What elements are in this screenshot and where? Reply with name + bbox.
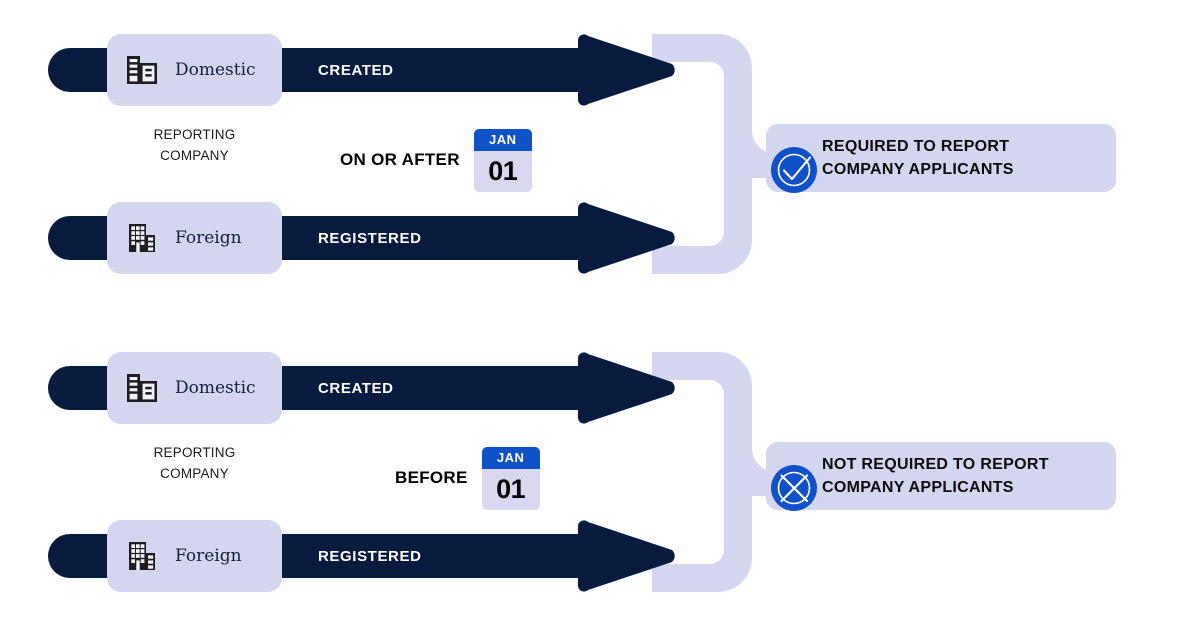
calendar-month-label: JAN: [473, 128, 532, 151]
result-box-required[interactable]: REQUIRED TO REPORT COMPANY APPLICANTS: [766, 124, 1116, 192]
entity-chip-domestic[interactable]: Domestic: [107, 34, 282, 106]
result-text-not-required: NOT REQUIRED TO REPORT COMPANY APPLICANT…: [822, 453, 1049, 499]
timing-condition-text: ON OR AFTER: [340, 150, 460, 169]
reporting-caption-line-2: COMPANY: [160, 148, 229, 163]
result-text-required: REQUIRED TO REPORT COMPANY APPLICANTS: [822, 135, 1014, 181]
entity-chip-foreign[interactable]: Foreign: [107, 520, 282, 592]
arrow-label-registered: REGISTERED: [318, 229, 422, 247]
check-circle-icon: [771, 147, 817, 193]
entity-chip-domestic[interactable]: Domestic: [107, 352, 282, 424]
flow-group-not-required: CREATED REGISTERED: [0, 338, 1200, 606]
reporting-caption-line-2: COMPANY: [160, 466, 229, 481]
foreign-building-icon: [129, 542, 155, 570]
entity-label-domestic: Domestic: [175, 60, 256, 80]
timing-condition-text: BEFORE: [395, 468, 468, 487]
connector-bracket-required: [640, 20, 800, 288]
calendar-month-label: JAN: [481, 446, 540, 469]
reporting-caption-line-1: REPORTING: [153, 445, 236, 460]
result-line-2: COMPANY APPLICANTS: [822, 479, 1014, 496]
result-box-not-required[interactable]: NOT REQUIRED TO REPORT COMPANY APPLICANT…: [766, 442, 1116, 510]
x-circle-icon: [771, 465, 817, 511]
entity-label-domestic: Domestic: [175, 378, 256, 398]
arrow-label-created: CREATED: [318, 379, 394, 397]
foreign-building-icon: [129, 224, 155, 252]
result-line-1: NOT REQUIRED TO REPORT: [822, 456, 1049, 473]
office-building-icon: [127, 374, 157, 402]
calendar-badge-icon: JAN 01: [473, 128, 532, 192]
calendar-day-label: 01: [496, 473, 526, 504]
entity-chip-foreign[interactable]: Foreign: [107, 202, 282, 274]
entity-label-foreign: Foreign: [175, 546, 242, 566]
result-line-2: COMPANY APPLICANTS: [822, 161, 1014, 178]
reporting-caption-line-1: REPORTING: [153, 127, 236, 142]
reporting-company-caption: REPORTING COMPANY: [107, 124, 282, 166]
entity-label-foreign: Foreign: [175, 228, 242, 248]
timing-condition-on-or-after: ON OR AFTER JAN 01: [340, 124, 532, 196]
flow-group-required: CREATED REGISTERED: [0, 20, 1200, 288]
arrow-label-created: CREATED: [318, 61, 394, 79]
arrow-label-registered: REGISTERED: [318, 547, 422, 565]
office-building-icon: [127, 56, 157, 84]
calendar-badge-icon: JAN 01: [481, 446, 540, 510]
reporting-company-caption: REPORTING COMPANY: [107, 442, 282, 484]
connector-bracket-not-required: [640, 338, 800, 606]
timing-condition-before: BEFORE JAN 01: [395, 442, 540, 514]
result-line-1: REQUIRED TO REPORT: [822, 138, 1010, 155]
calendar-day-label: 01: [488, 155, 518, 186]
